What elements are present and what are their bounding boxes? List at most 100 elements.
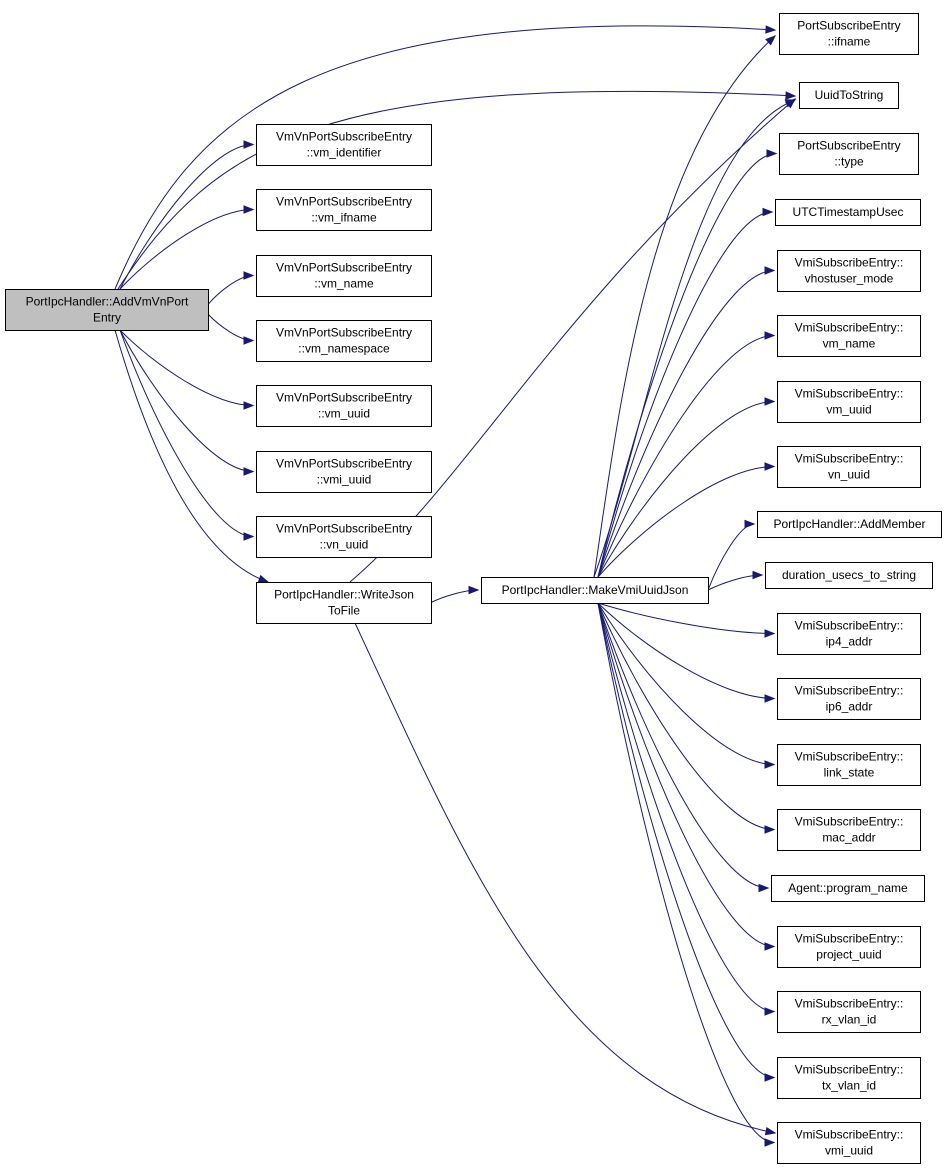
node-label: VmiSubscribeEntry:: [795, 750, 904, 764]
node-label: VmVnPortSubscribeEntry [276, 261, 412, 275]
node-label: ip6_addr [826, 700, 873, 714]
edge-makevmi-to-vmi-vm-uuid [597, 401, 775, 578]
node-box [256, 516, 432, 558]
node-label: VmVnPortSubscribeEntry [276, 130, 412, 144]
node-label: VmiSubscribeEntry:: [795, 1063, 904, 1077]
edge-makevmi-to-ip6 [597, 602, 775, 699]
edge-writejson-to-vmi-vmi-uuid [354, 622, 776, 1134]
node-vmi-vm-name[interactable]: VmiSubscribeEntry::vm_name [777, 315, 921, 357]
node-vmi-uuid-vn[interactable]: VmVnPortSubscribeEntry::vmi_uuid [256, 451, 432, 493]
node-box [775, 199, 921, 226]
node-addmember[interactable]: PortIpcHandler::AddMember [757, 511, 942, 538]
arrowhead [243, 467, 255, 476]
node-vmi-vm-uuid[interactable]: VmiSubscribeEntry::vm_uuid [777, 381, 921, 423]
edge-makevmi-to-link [597, 602, 775, 765]
node-pse-type[interactable]: PortSubscribeEntry::type [779, 133, 919, 175]
arrowhead [764, 397, 776, 406]
arrowhead [764, 331, 776, 340]
node-tx[interactable]: VmiSubscribeEntry::tx_vlan_id [777, 1057, 921, 1099]
node-vm-name-vn[interactable]: VmVnPortSubscribeEntry::vm_name [256, 255, 432, 297]
node-ip6[interactable]: VmiSubscribeEntry::ip6_addr [777, 678, 921, 720]
node-vn-uuid-vn[interactable]: VmVnPortSubscribeEntry::vn_uuid [256, 516, 432, 558]
arrowhead [762, 207, 774, 217]
nodes-layer: PortIpcHandler::AddVmVnPortEntryVmVnPort… [5, 13, 942, 1164]
node-label: VmVnPortSubscribeEntry [276, 326, 412, 340]
node-label: VmVnPortSubscribeEntry [276, 195, 412, 209]
node-label: ::ifname [828, 35, 871, 49]
node-label: VmiSubscribeEntry:: [795, 619, 904, 633]
edge-makevmi-to-vmi-vmi-uuid [597, 602, 775, 1143]
arrowhead [257, 574, 270, 583]
arrowhead [785, 91, 797, 100]
node-label: VmiSubscribeEntry:: [795, 321, 904, 335]
arrowhead [764, 1007, 776, 1016]
edge-makevmi-to-addmember [707, 523, 755, 591]
node-utc[interactable]: UTCTimestampUsec [775, 199, 921, 226]
node-label: PortSubscribeEntry [797, 19, 900, 33]
node-uuidtostring[interactable]: UuidToString [799, 82, 899, 109]
node-label: ::vm_namespace [298, 342, 390, 356]
node-box [779, 133, 919, 175]
node-label: ::type [834, 155, 864, 169]
node-box [757, 511, 942, 538]
node-pse-ifname[interactable]: PortSubscribeEntry::ifname [779, 13, 919, 55]
node-box [256, 582, 432, 624]
node-rx[interactable]: VmiSubscribeEntry::rx_vlan_id [777, 991, 921, 1033]
node-vmi-vmi-uuid[interactable]: VmiSubscribeEntry::vmi_uuid [777, 1122, 921, 1164]
edge-root-to-vm-ifname [119, 209, 254, 290]
node-label: vn_uuid [828, 468, 870, 482]
arrowhead [243, 336, 255, 345]
node-makevmi[interactable]: PortIpcHandler::MakeVmiUuidJson [481, 577, 709, 604]
node-link[interactable]: VmiSubscribeEntry::link_state [777, 744, 921, 786]
node-box [777, 381, 921, 423]
arrowhead [765, 25, 777, 34]
node-vm-namespace[interactable]: VmVnPortSubscribeEntry::vm_namespace [256, 320, 432, 362]
edge-makevmi-to-progname [597, 602, 769, 889]
node-ip4[interactable]: VmiSubscribeEntry::ip4_addr [777, 613, 921, 655]
edge-root-to-vm-namespace [207, 313, 254, 341]
node-box [779, 13, 919, 55]
node-box [777, 809, 921, 851]
edge-makevmi-to-uuidtostring [593, 99, 796, 578]
arrowhead [764, 1138, 776, 1147]
node-box [256, 320, 432, 362]
node-duration[interactable]: duration_usecs_to_string [765, 562, 933, 589]
edge-makevmi-to-utc [597, 211, 773, 578]
node-label: VmiSubscribeEntry:: [795, 997, 904, 1011]
arrowhead [744, 519, 756, 529]
edge-makevmi-to-rx [597, 602, 775, 1012]
node-vm-identifier[interactable]: VmVnPortSubscribeEntry::vm_identifier [256, 124, 432, 166]
node-label: link_state [824, 766, 875, 780]
arrowhead [765, 35, 777, 46]
node-box [256, 124, 432, 166]
node-box [765, 562, 933, 589]
edge-root-to-pse-ifname [114, 25, 776, 290]
node-label: VmiSubscribeEntry:: [795, 387, 904, 401]
node-label: VmiSubscribeEntry:: [795, 684, 904, 698]
arrowhead [243, 140, 255, 149]
node-vmi-vn-uuid[interactable]: VmiSubscribeEntry::vn_uuid [777, 446, 921, 488]
node-label: VmiSubscribeEntry:: [795, 1128, 904, 1142]
node-label: vm_name [823, 337, 876, 351]
edge-root-to-writejson [114, 329, 269, 583]
node-project[interactable]: VmiSubscribeEntry::project_uuid [777, 926, 921, 968]
node-label: vhostuser_mode [805, 272, 894, 286]
node-label: VmVnPortSubscribeEntry [276, 522, 412, 536]
edge-makevmi-to-vmi-vm-name [597, 335, 775, 578]
node-vhost[interactable]: VmiSubscribeEntry::vhostuser_mode [777, 250, 921, 292]
node-box [777, 1122, 921, 1164]
arrowhead [764, 462, 776, 471]
edge-root-to-vm-name-vn [207, 275, 254, 305]
node-vm-ifname[interactable]: VmVnPortSubscribeEntry::vm_ifname [256, 189, 432, 231]
node-box [799, 82, 899, 109]
node-progname[interactable]: Agent::program_name [771, 875, 925, 902]
node-label: VmVnPortSubscribeEntry [276, 457, 412, 471]
node-box [777, 926, 921, 968]
node-mac[interactable]: VmiSubscribeEntry::mac_addr [777, 809, 921, 851]
node-box [481, 577, 709, 604]
node-vm-uuid-vn[interactable]: VmVnPortSubscribeEntry::vm_uuid [256, 385, 432, 427]
edge-makevmi-to-mac [597, 602, 775, 830]
